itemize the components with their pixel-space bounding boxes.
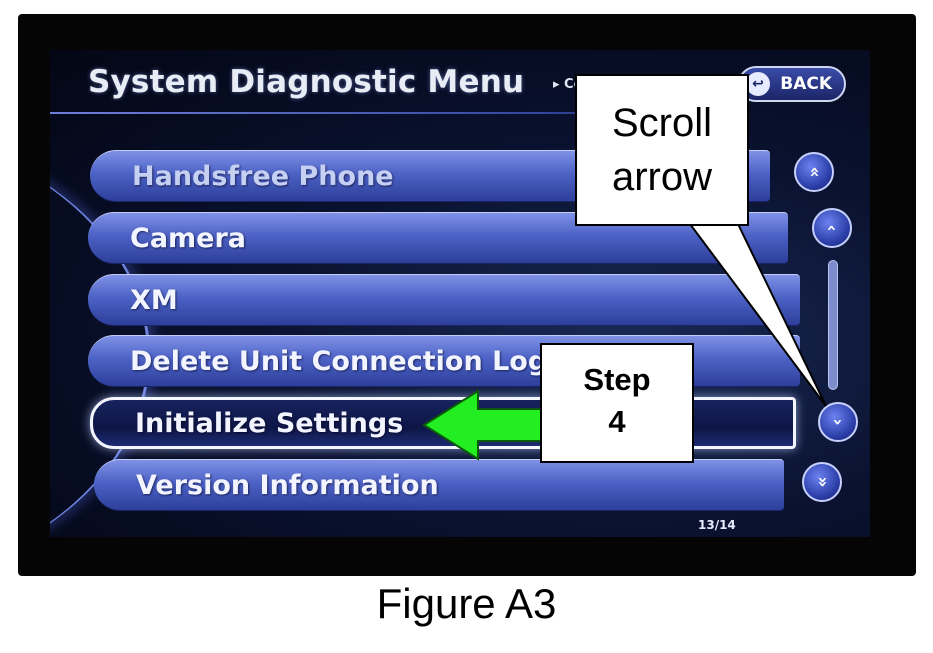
back-button-label: BACK (780, 74, 832, 94)
menu-item-label: Version Information (136, 469, 439, 501)
callout-text-line: Scroll (611, 101, 713, 145)
menu-item-version-information[interactable]: Version Information (94, 459, 784, 511)
scroll-up-button[interactable]: ‹ (812, 208, 852, 248)
callout-text-line: arrow (611, 155, 713, 199)
scroll-down-button[interactable]: › (818, 402, 858, 442)
scroll-page-down-button[interactable]: » (802, 462, 842, 502)
callout-text-line: 4 (608, 404, 626, 439)
back-arrow-icon: ↩ (746, 72, 770, 96)
green-arrow-icon (422, 389, 543, 461)
scroll-arrow-callout: Scroll arrow (575, 74, 749, 226)
menu-item-xm[interactable]: XM (88, 274, 800, 326)
menu-item-label: Camera (130, 222, 247, 254)
back-button[interactable]: ↩ BACK (738, 66, 846, 102)
menu-item-label: Initialize Settings (135, 407, 404, 439)
page-title: System Diagnostic Menu (88, 64, 525, 100)
callout-text-line: Step (583, 362, 651, 397)
header-divider (50, 112, 750, 114)
scroll-page-up-button[interactable]: « (794, 152, 834, 192)
scroll-track[interactable] (828, 260, 838, 390)
menu-item-label: Delete Unit Connection Log (130, 345, 548, 377)
page-counter: 13/14 (698, 518, 736, 532)
step-callout: Step 4 (540, 343, 694, 463)
figure-caption: Figure A3 (376, 580, 557, 627)
menu-item-label: Handsfree Phone (132, 160, 394, 192)
menu-item-label: XM (130, 284, 178, 316)
